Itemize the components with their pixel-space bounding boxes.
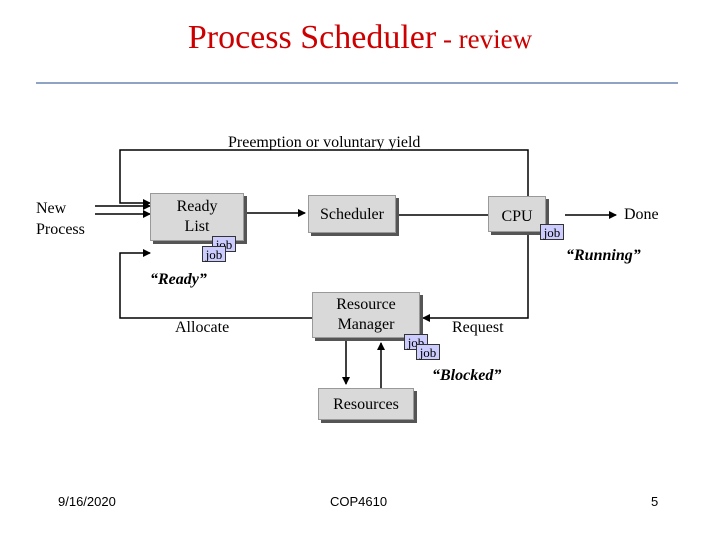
resource-manager-label-line2: Manager [337, 316, 395, 333]
scheduler-label: Scheduler [320, 206, 384, 223]
scheduler-box: Scheduler [308, 195, 396, 233]
footer-date: 9/16/2020 [58, 494, 116, 509]
slide-title: Process Scheduler - review [0, 18, 720, 59]
blocked-state-label: “Blocked” [432, 367, 502, 384]
title-sub: - review [436, 24, 533, 54]
cpu-box: CPU [488, 196, 546, 232]
ready-list-label-line1: Ready [176, 198, 218, 215]
ready-list-box: Ready List [150, 193, 244, 241]
cpu-label: CPU [501, 208, 533, 225]
allocate-path [119, 249, 312, 319]
resources-box: Resources [318, 388, 414, 420]
running-job: job [540, 224, 564, 240]
allocate-label: Allocate [175, 319, 230, 336]
resource-manager-label-line1: Resource [336, 296, 396, 313]
resources-label: Resources [333, 396, 399, 413]
ready-list-label-line2: List [184, 218, 210, 235]
request-label: Request [452, 319, 504, 336]
new-process-label-line1: New [36, 200, 67, 217]
new-process-label-line2: Process [36, 221, 85, 238]
ready-job-2: job [202, 246, 226, 262]
request-path [422, 230, 529, 322]
footer-page-number: 5 [651, 494, 659, 509]
title-main: Process Scheduler [187, 19, 437, 56]
footer-course: COP4610 [330, 494, 388, 509]
running-state-label: “Running” [566, 247, 641, 264]
blocked-job-2: job [416, 344, 440, 360]
title-rule [36, 82, 678, 84]
ready-state-label: “Ready” [150, 271, 207, 288]
resource-manager-box: Resource Manager [312, 292, 420, 338]
done-label: Done [624, 206, 659, 223]
preemption-label: Preemption or voluntary yield [228, 134, 421, 151]
preemption-loop [119, 149, 529, 207]
